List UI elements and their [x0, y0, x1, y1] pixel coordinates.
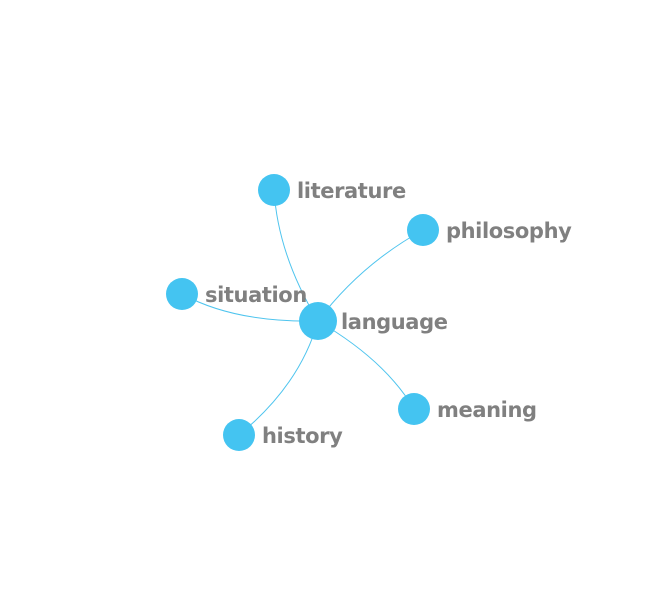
- node-situation[interactable]: situation: [166, 278, 307, 310]
- node-label: history: [262, 424, 343, 448]
- edge-language-philosophy: [317, 229, 424, 322]
- node-circle[interactable]: [166, 278, 198, 310]
- node-circle[interactable]: [223, 419, 255, 451]
- node-circle[interactable]: [398, 393, 430, 425]
- node-language-center[interactable]: language: [299, 302, 448, 340]
- node-literature[interactable]: literature: [258, 174, 406, 206]
- node-circle[interactable]: [258, 174, 290, 206]
- node-meaning[interactable]: meaning: [398, 393, 537, 425]
- node-label: literature: [297, 179, 406, 203]
- node-philosophy[interactable]: philosophy: [407, 214, 573, 246]
- edge-language-history: [238, 320, 319, 436]
- node-circle[interactable]: [407, 214, 439, 246]
- node-layer: literature philosophy situation meaning …: [166, 174, 573, 451]
- node-label: philosophy: [446, 219, 572, 243]
- node-history[interactable]: history: [223, 419, 343, 451]
- edge-language-meaning: [317, 320, 415, 410]
- center-node-label: language: [341, 310, 448, 334]
- node-label: situation: [205, 283, 307, 307]
- center-node-circle[interactable]: [299, 302, 337, 340]
- node-label: meaning: [437, 398, 537, 422]
